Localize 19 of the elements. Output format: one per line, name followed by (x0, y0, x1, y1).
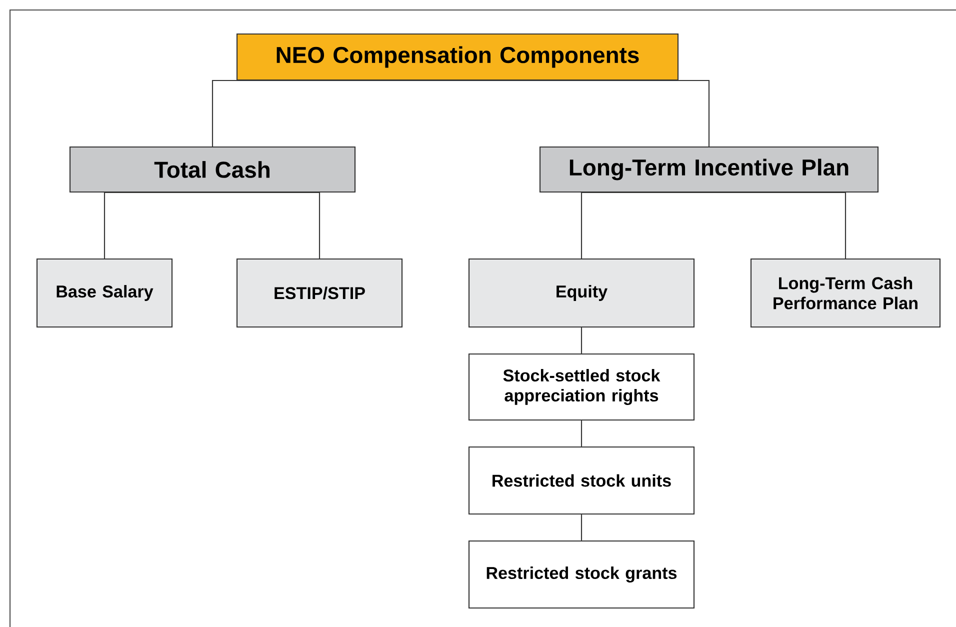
connector-line (580, 514, 582, 540)
component-box: ESTIP/STIP (236, 258, 403, 328)
title-box: NEO Compensation Components (236, 33, 679, 81)
connector-line (709, 192, 846, 258)
connector-line (580, 328, 582, 354)
connector-line (580, 420, 582, 446)
component-box: Long-Term Cash Performance Plan (750, 258, 941, 328)
connector-line (458, 80, 710, 146)
connector-line (212, 80, 458, 146)
equity-type-box: Restricted stock units (468, 446, 695, 515)
component-box: Base Salary (36, 258, 173, 328)
equity-type-box: Restricted stock grants (468, 540, 695, 609)
connector-line (104, 192, 212, 258)
connector-line (212, 192, 320, 258)
equity-type-box: Stock-settled stock appreciation rights (468, 353, 695, 421)
category-box: Total Cash (69, 146, 356, 193)
category-box: Long-Term Incentive Plan (539, 146, 879, 193)
component-box: Equity (468, 258, 695, 328)
connector-line (580, 192, 709, 258)
